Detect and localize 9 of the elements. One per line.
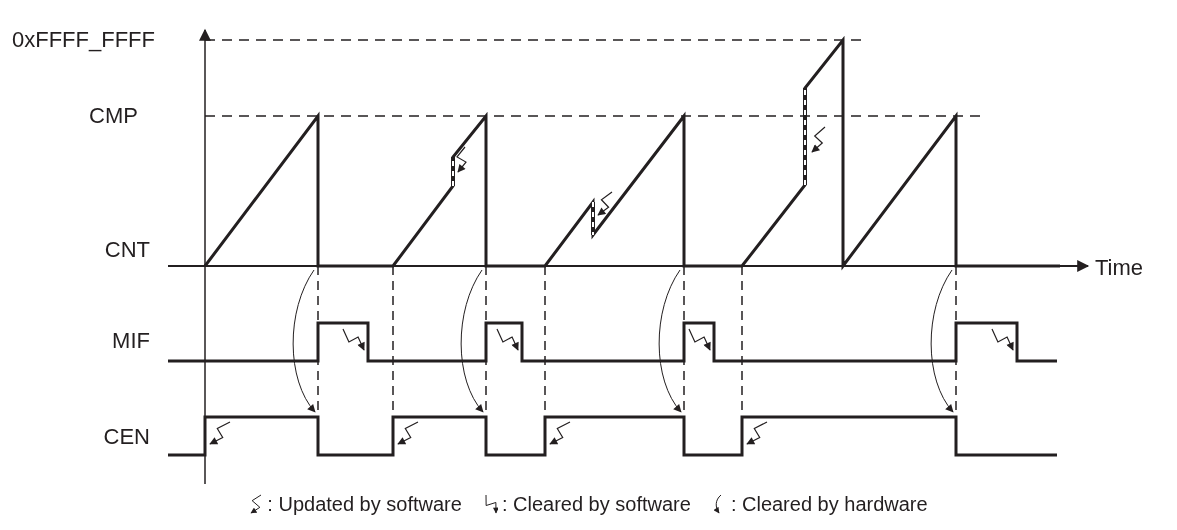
signal-label: CNT	[104, 239, 150, 261]
legend-text: : Cleared by software	[501, 494, 691, 514]
signal-label: MIF	[112, 330, 150, 352]
signal-label: CMP	[89, 105, 138, 127]
legend-text: : Cleared by hardware	[730, 494, 928, 514]
signal-label: 0xFFFF_FFFF	[12, 29, 155, 51]
legend-text: : Updated by software	[267, 494, 462, 514]
signal-label: CEN	[103, 426, 150, 448]
axis-label: Time	[1095, 257, 1144, 279]
